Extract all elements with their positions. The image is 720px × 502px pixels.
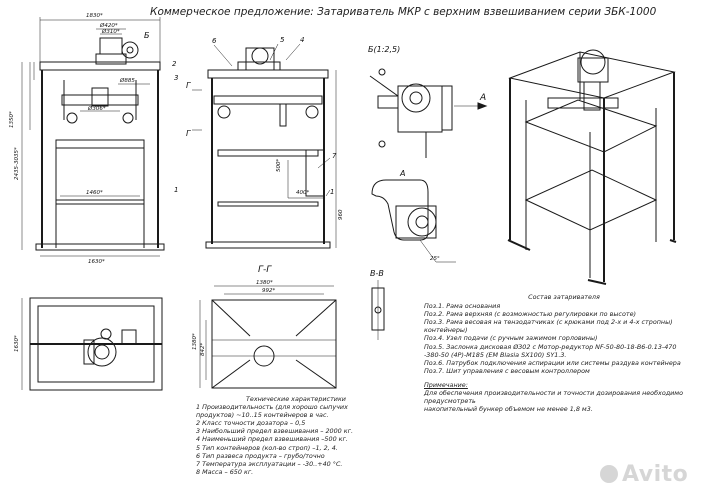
cut-g-bottom: Г	[186, 129, 191, 138]
composition-line: -380-50 (4P)-М185 (ЕМ Blasia SX100) SY1.…	[424, 350, 567, 359]
avito-logo-icon	[600, 465, 618, 483]
pos-5: 5	[280, 36, 285, 44]
drawing-title: Коммерческое предложение: Затариватель М…	[150, 6, 657, 18]
detail-b	[369, 68, 488, 158]
composition-line: Поз.2. Рама верхняя (с возможностью регу…	[424, 310, 636, 319]
dim-dia-420: Ø420*	[99, 22, 118, 29]
pos-1-front: 1	[174, 186, 178, 194]
dim-1460: 1460*	[86, 190, 103, 196]
dim-plan-842: 842*	[200, 343, 206, 356]
avito-watermark: Avito	[600, 462, 688, 487]
note-heading: Примечание:	[424, 380, 468, 389]
dim-dia-310: Ø310*	[101, 28, 120, 35]
composition-heading: Состав затаривателя	[528, 293, 600, 301]
dim-plan-1380-side: 1380*	[192, 333, 198, 350]
label-b: Б	[144, 31, 150, 40]
dim-left-plan-1630: 1630*	[14, 335, 20, 352]
section-gg-title: Г-Г	[258, 265, 272, 275]
section-a	[371, 179, 456, 263]
spec-line: 5 Тип контейнеров (кол-во строп) –1, 2, …	[196, 443, 338, 452]
dim-width-top: 1830*	[86, 13, 103, 19]
composition-line: Поз.4. Узел подачи (с ручным зажимом гор…	[424, 334, 598, 343]
pos-6: 6	[212, 37, 217, 45]
pos-7: 7	[332, 152, 337, 160]
dim-1630: 1630*	[88, 259, 105, 265]
cut-g-top: Г	[186, 81, 191, 90]
spec-line: 2 Класс точности дозатора – 0,5	[196, 419, 306, 428]
plan-left	[21, 297, 163, 391]
composition-line: Поз.7. Шит управления с весовым контролл…	[424, 366, 590, 375]
section-a-title: А	[399, 169, 405, 178]
composition-line: контейнеры)	[424, 326, 468, 335]
spec-line: 1 Производительность (для хорошо сыпучих	[196, 403, 348, 412]
drawing-labels: 1830* Ø420* Ø310* Ø885 Ø306* 1460* 1630*…	[9, 13, 486, 356]
side-view	[192, 43, 337, 249]
specs-heading: Технические характеристики	[246, 395, 346, 403]
note-line: накопительный бункер объемом не менее 1,…	[424, 405, 593, 414]
detail-b-title: Б(1:2,5)	[368, 45, 400, 54]
pos-3-front: 3	[174, 74, 178, 82]
dim-1350: 1350*	[9, 111, 15, 128]
pos-2-front: 2	[172, 60, 177, 68]
dim-dia-306: Ø306*	[87, 105, 106, 112]
spec-line: 4 Наименьший предел взвешивания –500 кг.	[196, 435, 348, 444]
composition-list: Состав затаривателя Поз.1. Рама основани…	[424, 293, 704, 413]
front-view	[21, 17, 165, 257]
spec-line: продуктов) ~10..15 контейнеров в час.	[196, 411, 329, 420]
dim-plan-992: 992*	[262, 288, 275, 294]
section-vv-title: В-В	[370, 269, 384, 278]
dim-400: 400*	[296, 190, 309, 196]
watermark-text: Avito	[622, 462, 689, 487]
composition-line: Поз.3. Рама весовая на тензодатчиках (с …	[424, 318, 673, 327]
spec-line: 6 Тип развеса продукта – грубо/точно	[196, 451, 325, 460]
dim-dia-885: Ø885	[119, 77, 135, 84]
pos-4: 4	[300, 36, 304, 44]
composition-line: Поз.6. Патрубок подключения аспирации ил…	[424, 358, 681, 367]
dim-plan-1380-top: 1380*	[256, 280, 273, 286]
composition-line: Поз.1. Рама основания	[424, 302, 501, 311]
spec-line: 7 Температура эксплуатации – -30..+40 °С…	[196, 459, 343, 468]
spec-line: 8 Масса – 650 кг.	[196, 467, 254, 476]
dim-height-range: 2435-3035*	[14, 147, 20, 180]
spec-line: 3 Наибольший предел взвешивания – 2000 к…	[196, 427, 354, 436]
dim-960: 960	[338, 209, 344, 220]
note-line: Для обеспечения производительности и точ…	[424, 389, 684, 398]
technical-specs: Технические характеристики 1 Производите…	[196, 395, 366, 476]
dim-500: 500*	[276, 159, 282, 172]
angle-25: 25°	[430, 256, 440, 262]
plan-gg	[199, 285, 337, 389]
arrow-a-label: А	[479, 93, 486, 103]
isometric-view	[507, 49, 677, 285]
composition-line: Поз.5. Заслонка дисковая Ø302 с Мотор-ре…	[424, 342, 677, 351]
pos-1-side: 1	[330, 188, 334, 196]
section-vv	[371, 280, 385, 340]
note-line: предусмотреть	[424, 397, 476, 406]
